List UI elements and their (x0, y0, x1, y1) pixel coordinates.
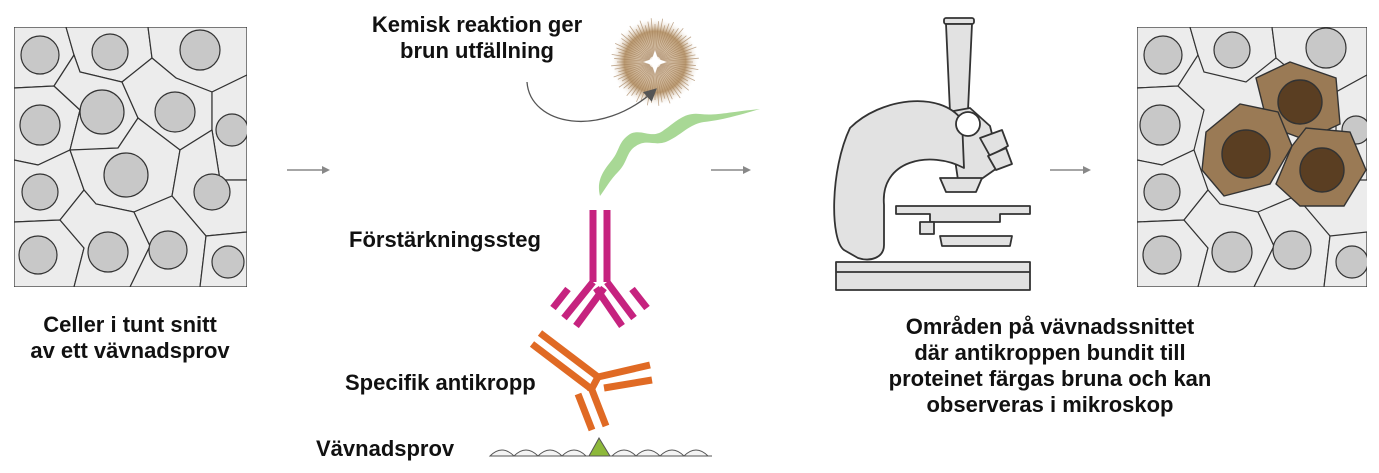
burst-ray (618, 65, 651, 88)
brown-precipitate-burst (611, 18, 699, 106)
burst-ray (621, 38, 651, 59)
burst-ray (657, 66, 675, 96)
burst-ray (655, 21, 659, 57)
burst-ray (614, 62, 650, 70)
burst-ray (621, 42, 651, 60)
burst-ray (659, 65, 689, 86)
burst-ray (628, 30, 652, 58)
burst-ray (631, 66, 652, 96)
burst-ray (658, 28, 679, 58)
burst-ray (644, 25, 654, 57)
stained-tissue-panel (1137, 27, 1367, 287)
burst-ray (627, 65, 652, 90)
burst-ray (660, 63, 692, 73)
primary-antibody (529, 330, 653, 432)
burst-ray (621, 64, 651, 82)
tissue-cells-panel (14, 27, 247, 287)
burst-ray (660, 62, 696, 66)
burst-ray (660, 57, 699, 62)
burst-ray (626, 66, 652, 96)
burst-ray (659, 36, 692, 59)
burst-ray (660, 64, 696, 81)
burst-ray (656, 67, 666, 99)
cells-caption: Celler i tunt snitt av ett vävnadsprov (20, 312, 240, 364)
burst-ray (656, 25, 666, 57)
burst-ray (639, 20, 654, 57)
burst-ray (657, 28, 675, 58)
burst-ray (629, 25, 652, 58)
burst-ray (657, 21, 674, 57)
burst-ray (659, 35, 687, 59)
burst-ray (614, 58, 650, 62)
reaction-caption: Kemisk reaktion ger brun utfällning (362, 12, 592, 64)
burst-ray (614, 43, 650, 60)
reaction-caption-line1: Kemisk reaktion ger (371, 12, 583, 37)
result-caption: Områden på vävnadssnittet där antikroppe… (880, 314, 1220, 418)
specific-antibody-label: Specifik antikropp (345, 370, 536, 395)
burst-ray (656, 67, 671, 104)
burst-ray (659, 42, 689, 60)
burst-ray (655, 18, 664, 57)
burst-ray (618, 63, 650, 73)
burst-ray (660, 46, 697, 61)
result-caption-line4: observeras i mikroskop (926, 392, 1174, 417)
burst-ray (660, 44, 693, 60)
burst-ray (635, 66, 653, 96)
flow-arrow-1 (287, 166, 330, 174)
burst-ray (623, 65, 651, 89)
tissue-sample-strip (488, 449, 712, 457)
burst-ray (658, 66, 681, 99)
burst-ray (618, 51, 650, 61)
burst-ray (655, 67, 663, 103)
burst-ray (613, 63, 650, 78)
burst-ray (650, 18, 655, 57)
burst-ray (627, 34, 652, 59)
burst-ray (659, 64, 689, 82)
burst-ray (637, 24, 653, 57)
stained-cells (1201, 61, 1367, 207)
result-caption-line2: där antikroppen bundit till (914, 340, 1186, 365)
burst-ray (657, 67, 673, 100)
burst-ray (617, 64, 650, 80)
reaction-caption-line2: brun utfällning (400, 38, 554, 63)
burst-ray (660, 63, 694, 77)
burst-ray (660, 54, 696, 62)
result-caption-line1: Områden på vävnadssnittet (905, 314, 1195, 339)
burst-ray (611, 62, 650, 67)
microscope-icon (833, 17, 1031, 291)
amplification-label: Förstärkningssteg (349, 227, 541, 252)
burst-ray (655, 67, 660, 106)
burst-ray (658, 65, 683, 90)
burst-ray (660, 62, 699, 71)
reaction-arrow (526, 81, 657, 123)
tissue-sample-label: Vävnadsprov (316, 436, 455, 461)
result-caption-line3: proteinet färgas bruna och kan (888, 366, 1212, 391)
burst-ray (636, 67, 653, 103)
burst-ray (656, 23, 670, 57)
cells-caption-line1: Celler i tunt snitt (43, 312, 217, 337)
burst-ray (658, 66, 682, 94)
amplification-ribbon (598, 109, 760, 196)
antigen-triangle (588, 437, 611, 457)
flow-arrow-3 (1050, 166, 1091, 174)
burst-ray (660, 51, 692, 61)
burst-ray (647, 21, 655, 57)
burst-ray (658, 28, 684, 58)
flow-arrow-2 (711, 166, 751, 174)
burst-ray (621, 33, 651, 59)
burst-ray (659, 65, 689, 91)
burst-ray (658, 34, 683, 59)
secondary-antibody (550, 210, 650, 329)
cells-caption-line2: av ett vävnadsprov (30, 338, 230, 363)
burst-ray (635, 28, 653, 58)
burst-ray (616, 47, 650, 61)
burst-ray (611, 53, 650, 62)
